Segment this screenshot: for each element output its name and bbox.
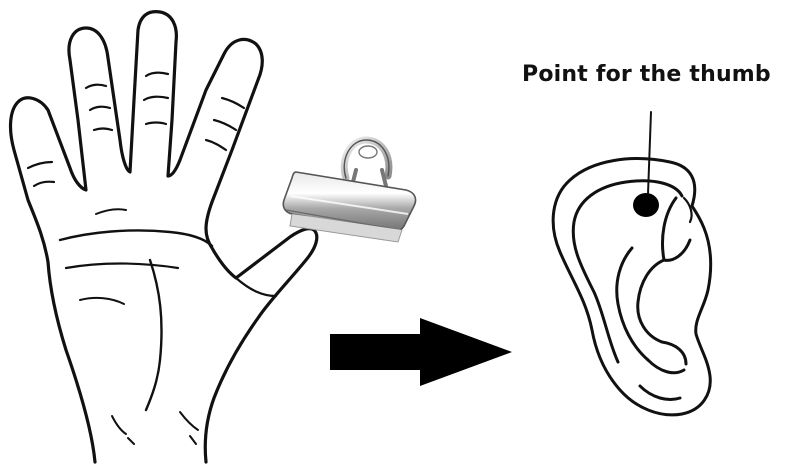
binder-clip-illustration	[283, 140, 415, 242]
ear-illustration	[553, 112, 710, 415]
right-arrow-icon	[330, 318, 512, 386]
thumb-point-marker	[633, 193, 659, 217]
thumb-point-label: Point for the thumb	[522, 62, 771, 87]
hand-illustration	[11, 12, 317, 462]
